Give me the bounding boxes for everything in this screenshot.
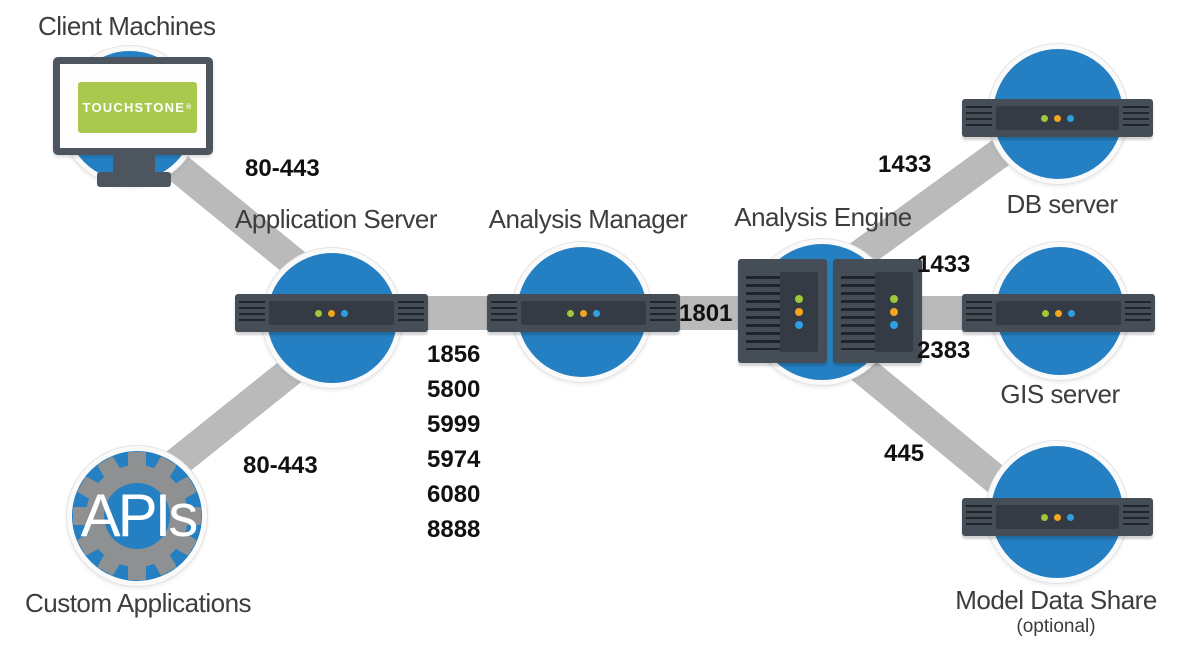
- node-label-analysis-engine: Analysis Engine: [734, 202, 912, 232]
- node-label-analysis-manager: Analysis Manager: [488, 204, 688, 234]
- port-label-engine-to-gis-top: 1433: [917, 251, 971, 278]
- led-orange-icon: [580, 309, 587, 317]
- port-label: 5800: [427, 376, 481, 403]
- led-blue-icon: [1067, 513, 1074, 521]
- rack-vent-right: [1123, 106, 1149, 130]
- port-label: 5974: [427, 446, 481, 473]
- rack-panel: [521, 301, 646, 325]
- node-label-gis-server: GIS server: [1000, 379, 1120, 409]
- led-blue-icon: [890, 321, 898, 329]
- led-orange-icon: [1055, 309, 1062, 317]
- rack-panel: [996, 505, 1119, 529]
- rack-vent-left: [239, 301, 265, 325]
- db-server-rack-icon: [962, 99, 1153, 137]
- rack-panel: [996, 106, 1119, 130]
- led-green-icon: [1041, 114, 1048, 122]
- analysis-engine-tower-left-icon: [738, 259, 827, 363]
- port-label: 5999: [427, 411, 481, 438]
- gis-server-rack-icon: [962, 294, 1155, 332]
- touchstone-logo: TOUCHSTONE®: [78, 82, 197, 133]
- led-green-icon: [795, 295, 803, 303]
- led-orange-icon: [795, 308, 803, 316]
- monitor-stand-base: [97, 172, 171, 187]
- rack-vent-left: [966, 106, 992, 130]
- led-orange-icon: [328, 309, 335, 317]
- rack-vent-right: [1123, 505, 1149, 529]
- port-label-engine-to-model: 445: [884, 440, 925, 467]
- led-green-icon: [890, 295, 898, 303]
- monitor-stand-neck: [113, 153, 155, 175]
- port-label-custom-to-app: 80-443: [243, 452, 318, 479]
- port-label-engine-to-gis-bottom: 2383: [917, 337, 971, 364]
- led-orange-icon: [1054, 513, 1061, 521]
- registered-mark: ®: [186, 104, 193, 111]
- rack-vent-left: [491, 301, 517, 325]
- rack-vent-left: [966, 505, 992, 529]
- node-label-db-server: DB server: [1006, 189, 1118, 219]
- rack-vent-left: [966, 301, 992, 325]
- touchstone-logo-text: TOUCHSTONE: [82, 100, 186, 115]
- led-blue-icon: [795, 321, 803, 329]
- port-label: 8888: [427, 516, 481, 543]
- port-label-client-to-app: 80-443: [245, 155, 320, 182]
- port-label-manager-to-engine: 1801: [679, 300, 733, 327]
- port-list-app-to-manager: 1856 5800 5999 5974 6080 8888: [427, 337, 480, 547]
- led-green-icon: [1041, 513, 1048, 521]
- rack-vent-right: [398, 301, 424, 325]
- led-blue-icon: [341, 309, 348, 317]
- tower-panel: [875, 272, 913, 352]
- led-blue-icon: [593, 309, 600, 317]
- led-blue-icon: [1067, 114, 1074, 122]
- rack-vent-right: [1125, 301, 1151, 325]
- analysis-manager-rack-icon: [487, 294, 680, 332]
- port-label: 6080: [427, 481, 481, 508]
- gear-icon: [73, 452, 201, 580]
- rack-panel: [269, 301, 394, 325]
- led-green-icon: [1042, 309, 1049, 317]
- led-orange-icon: [1054, 114, 1061, 122]
- node-label-application-server: Application Server: [235, 204, 438, 234]
- application-server-rack-icon: [235, 294, 428, 332]
- node-sublabel-optional: (optional): [1016, 616, 1096, 637]
- rack-panel: [996, 301, 1121, 325]
- tower-vents: [841, 276, 875, 350]
- led-green-icon: [315, 309, 322, 317]
- node-label-client-machines: Client Machines: [38, 11, 216, 41]
- tower-panel: [780, 272, 818, 352]
- led-green-icon: [567, 309, 574, 317]
- led-blue-icon: [1068, 309, 1075, 317]
- model-data-share-rack-icon: [962, 498, 1153, 536]
- led-orange-icon: [890, 308, 898, 316]
- node-label-custom-applications: Custom Applications: [24, 588, 252, 618]
- node-label-model-data-share: Model Data Share: [955, 585, 1157, 615]
- rack-vent-right: [650, 301, 676, 325]
- port-label: 1856: [427, 341, 481, 368]
- analysis-engine-tower-right-icon: [833, 259, 922, 363]
- port-label-engine-to-db: 1433: [878, 151, 932, 178]
- tower-vents: [746, 276, 780, 350]
- apis-gear-label: APIs: [80, 482, 199, 549]
